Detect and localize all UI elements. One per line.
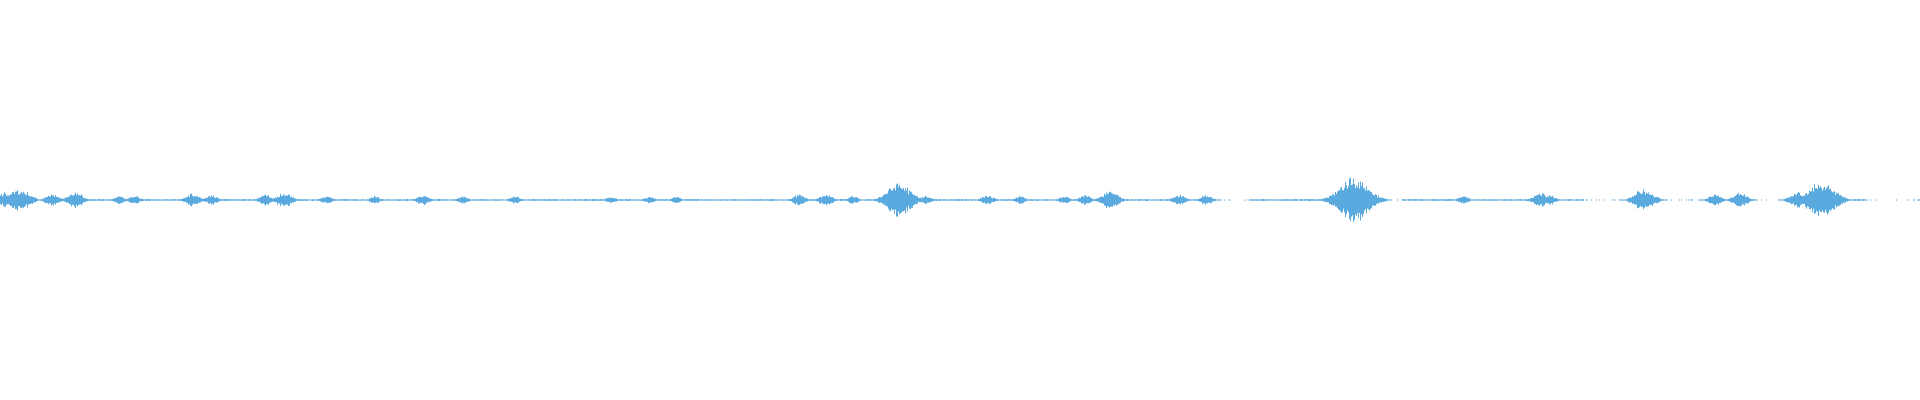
waveform-channel	[0, 177, 1920, 222]
waveform-samples	[0, 177, 1920, 222]
